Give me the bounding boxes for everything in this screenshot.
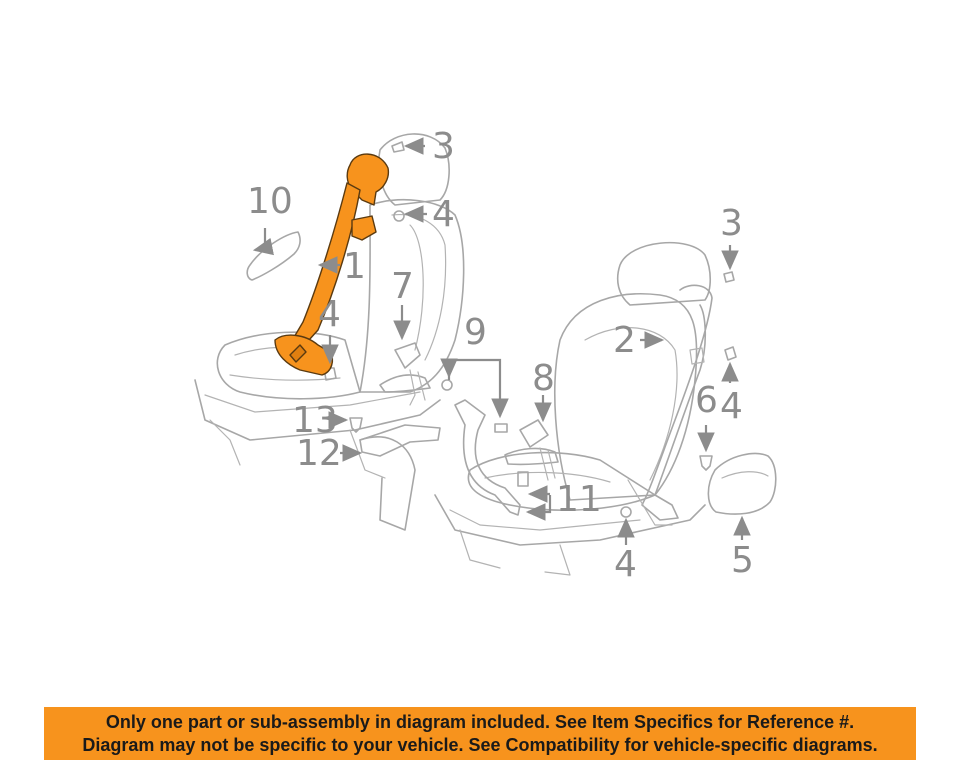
callout-arrows	[252, 137, 751, 545]
callout-11: 11	[556, 479, 602, 520]
callout-1: 1	[343, 246, 366, 287]
callout-12: 12	[296, 433, 342, 474]
callout-9: 9	[464, 312, 487, 353]
callout-13: 13	[292, 400, 338, 441]
callout-10: 10	[247, 181, 293, 222]
callout-6: 6	[695, 380, 718, 421]
callout-4-top: 4	[432, 194, 455, 235]
callout-2: 2	[613, 320, 636, 361]
disclaimer-line-1: Only one part or sub-assembly in diagram…	[105, 712, 855, 732]
callout-4-bottom: 4	[614, 544, 637, 585]
callout-3-right: 3	[720, 203, 743, 244]
callout-3-left: 3	[432, 126, 455, 167]
callout-8: 8	[532, 358, 555, 399]
disclaimer-line-2: Diagram may not be specific to your vehi…	[82, 735, 878, 755]
disclaimer-banner: Only one part or sub-assembly in diagram…	[44, 707, 916, 760]
callout-numbers: 1 2 3 3 4 4 4 4 5 6 7 8 9 10 11 12 13	[247, 126, 754, 585]
callout-5: 5	[731, 540, 754, 581]
callout-4-right: 4	[720, 386, 743, 427]
callout-7: 7	[391, 266, 414, 307]
callout-4-left: 4	[318, 294, 341, 335]
parts-diagram: 1 2 3 3 4 4 4 4 5 6 7 8 9 10 11 12 13	[194, 126, 777, 585]
